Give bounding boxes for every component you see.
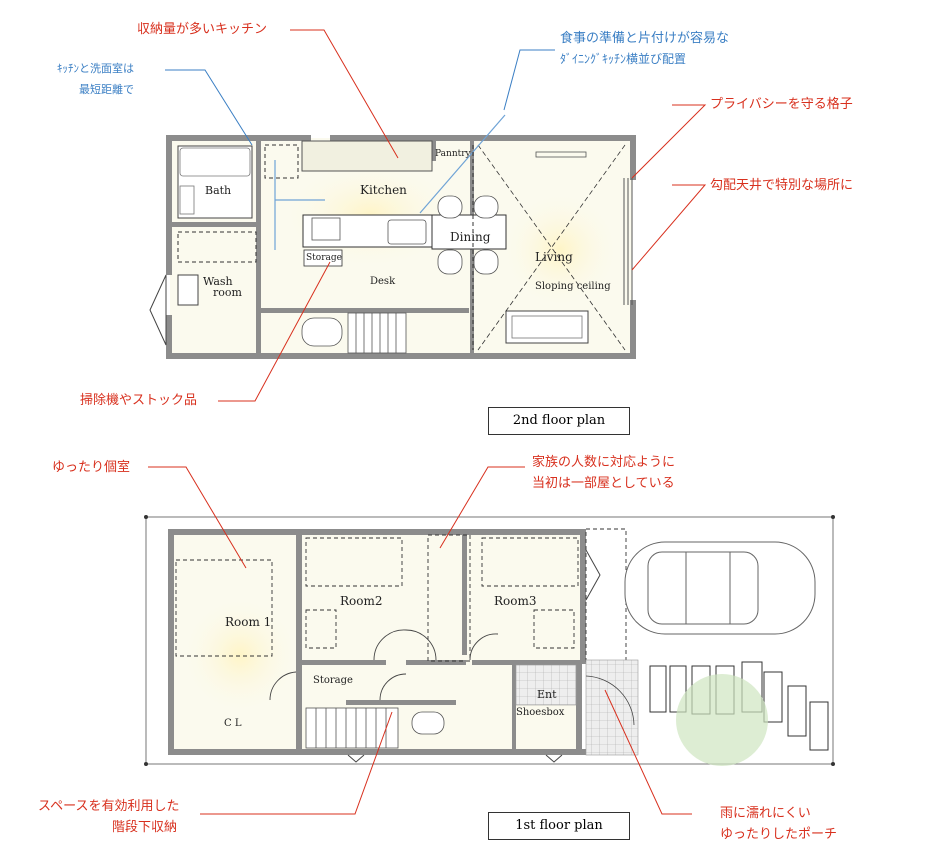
second-floor-plan [149, 114, 636, 359]
annotation-family: 家族の人数に対応ように 当初は一部屋としている [532, 452, 675, 494]
second-floor-title: 2nd floor plan [488, 407, 630, 435]
annotation-kitchen-wash-line2: 最短距離で [79, 83, 134, 96]
label-shoesbox: Shoesbox [516, 707, 565, 718]
annotation-kitchen-storage: 収納量が多いキッチン [137, 22, 268, 37]
annotation-dining-line2: ﾀﾞｲﾆﾝｸﾞｷｯﾁﾝ横並び配置 [560, 52, 687, 66]
label-room1: Room 1 [225, 615, 272, 629]
label-sloping-ceiling: Sloping ceiling [535, 281, 611, 292]
annotation-porch: 雨に濡れにくい ゆったりしたポーチ [720, 803, 837, 845]
label-storage-1f: Storage [313, 675, 353, 686]
label-room2: Room2 [340, 594, 383, 608]
label-room3: Room3 [494, 594, 537, 608]
annotation-stair-line1: スペースを有効利用した [38, 799, 180, 814]
label-storage-2f: Storage [306, 253, 342, 263]
label-wash: Wash [203, 275, 233, 288]
car-icon [624, 541, 816, 635]
label-ent: Ent [537, 688, 557, 701]
annotation-room: ゆったり個室 [52, 460, 131, 475]
annotation-porch-line2: ゆったりしたポーチ [720, 827, 838, 842]
annotation-privacy: プライバシーを守る格子 [710, 97, 853, 112]
label-pantry: Panntry [435, 149, 471, 159]
annotation-sloping: 勾配天井で特別な場所に [710, 178, 854, 193]
label-bath: Bath [205, 184, 232, 197]
label-desk: Desk [370, 276, 396, 287]
leader-lines [148, 29, 707, 815]
annotation-stair: スペースを有効利用した 階段下収納 [38, 796, 179, 838]
annotation-dining: 食事の準備と片付けが容易な ﾀﾞｲﾆﾝｸﾞｷｯﾁﾝ横並び配置 [560, 28, 729, 70]
tree-icon [676, 674, 768, 766]
label-living: Living [535, 250, 573, 264]
annotation-family-line2: 当初は一部屋としている [532, 476, 675, 491]
first-floor-title: 1st floor plan [488, 812, 630, 840]
label-dining: Dining [450, 230, 491, 244]
annotation-porch-line1: 雨に濡れにくい [720, 806, 811, 821]
annotation-family-line1: 家族の人数に対応ように [532, 455, 676, 470]
label-wash-room: room [213, 286, 242, 299]
label-kitchen: Kitchen [360, 183, 407, 197]
annotation-stair-line2: 階段下収納 [112, 820, 178, 835]
annotation-cleaner: 掃除機やストック品 [80, 393, 198, 408]
label-closet: C L [224, 718, 242, 729]
annotation-dining-line1: 食事の準備と片付けが容易な [560, 31, 730, 46]
first-floor-plan [144, 515, 835, 766]
annotation-kitchen-wash: ｷｯﾁﾝと洗面室は 最短距離で [57, 58, 134, 100]
annotation-kitchen-wash-line1: ｷｯﾁﾝと洗面室は [57, 62, 134, 75]
